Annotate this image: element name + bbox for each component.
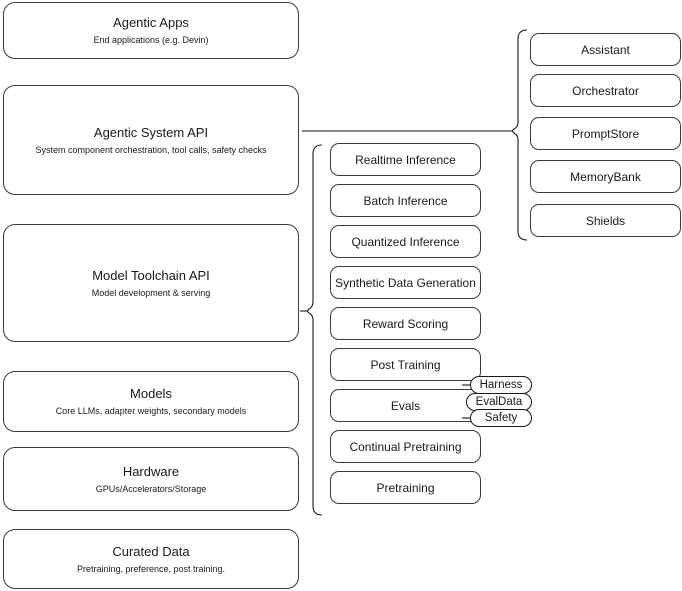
- chip-label: Quantized Inference: [351, 234, 460, 249]
- system-chip-shields[interactable]: Shields: [530, 204, 681, 237]
- system-chip-promptstore[interactable]: PromptStore: [530, 117, 681, 150]
- evals-pill-safety[interactable]: Safety: [470, 409, 532, 427]
- layer-title: Agentic Apps: [113, 15, 189, 30]
- system-chip-orchestrator[interactable]: Orchestrator: [530, 74, 681, 107]
- layer-title: Hardware: [122, 463, 180, 479]
- system-chip-memorybank[interactable]: MemoryBank: [530, 160, 681, 193]
- layer-subtitle: Pretraining, preference, post training.: [76, 563, 226, 574]
- evals-pill-harness[interactable]: Harness: [470, 376, 532, 394]
- layer-subtitle: Model development & serving: [91, 287, 211, 298]
- layer-box-model-toolchain-api[interactable]: Model Toolchain API Model development & …: [3, 224, 299, 342]
- chip-label: Orchestrator: [572, 83, 639, 98]
- toolchain-chip-reward-scoring[interactable]: Reward Scoring: [330, 307, 481, 340]
- layer-subtitle: End applications (e.g. Devin): [93, 35, 209, 45]
- left-bracket: [306, 144, 323, 516]
- chip-label: Reward Scoring: [362, 316, 449, 331]
- layer-title: Curated Data: [112, 543, 190, 559]
- system-chip-assistant[interactable]: Assistant: [530, 33, 681, 66]
- layer-title: Model Toolchain API: [92, 267, 210, 283]
- pill-label: Harness: [479, 379, 523, 391]
- toolchain-chip-pretraining[interactable]: Pretraining: [330, 471, 481, 504]
- toolchain-chip-evals[interactable]: Evals: [330, 389, 481, 422]
- chip-label: MemoryBank: [570, 169, 641, 184]
- toolchain-chip-continual-pretraining[interactable]: Continual Pretraining: [330, 430, 481, 463]
- chip-label: PromptStore: [571, 126, 640, 141]
- layer-box-curated-data[interactable]: Curated Data Pretraining, preference, po…: [3, 529, 299, 589]
- toolchain-chip-post-training[interactable]: Post Training: [330, 348, 481, 381]
- chip-label: Batch Inference: [363, 193, 448, 208]
- layer-box-hardware[interactable]: Hardware GPUs/Accelerators/Storage: [3, 447, 299, 511]
- layer-box-agentic-apps[interactable]: Agentic Apps End applications (e.g. Devi…: [3, 2, 299, 59]
- layer-title: Agentic System API: [93, 124, 209, 140]
- right-bracket: [511, 29, 528, 241]
- toolchain-chip-quantized-inference[interactable]: Quantized Inference: [330, 225, 481, 258]
- chip-label: Post Training: [370, 357, 441, 372]
- layer-box-models[interactable]: Models Core LLMs, adapter weights, secon…: [3, 371, 299, 432]
- layer-title: Models: [130, 386, 172, 401]
- layer-subtitle: System component orchestration, tool cal…: [35, 144, 267, 155]
- layer-subtitle: GPUs/Accelerators/Storage: [95, 483, 207, 494]
- chip-label: Synthetic Data Generation: [335, 275, 476, 290]
- evals-pill-evaldata[interactable]: EvalData: [466, 393, 532, 411]
- chip-label: Assistant: [581, 42, 630, 57]
- layer-subtitle: Core LLMs, adapter weights, secondary mo…: [55, 406, 247, 416]
- toolchain-chip-synthetic-data-generation[interactable]: Synthetic Data Generation: [330, 266, 481, 299]
- pill-label: Safety: [484, 412, 518, 424]
- toolchain-chip-realtime-inference[interactable]: Realtime Inference: [330, 143, 481, 176]
- chip-label: Pretraining: [376, 480, 435, 495]
- chip-label: Continual Pretraining: [349, 439, 462, 454]
- toolchain-chip-batch-inference[interactable]: Batch Inference: [330, 184, 481, 217]
- pill-label: EvalData: [475, 396, 523, 408]
- chip-label: Evals: [390, 398, 421, 413]
- chip-label: Shields: [585, 213, 626, 228]
- layer-box-agentic-system-api[interactable]: Agentic System API System component orch…: [3, 85, 299, 195]
- chip-label: Realtime Inference: [355, 152, 456, 167]
